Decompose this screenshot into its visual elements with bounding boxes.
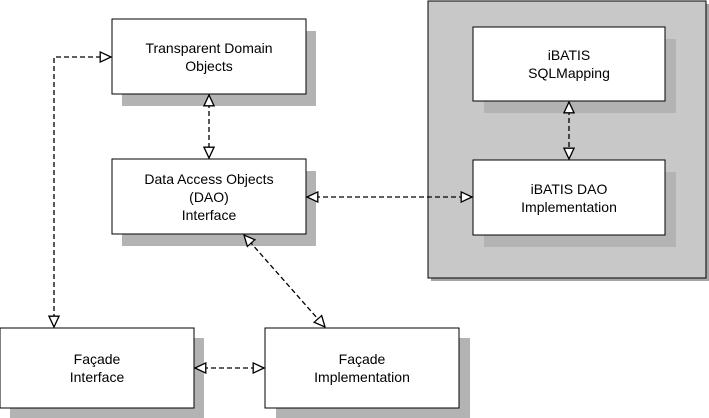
facade-interface-line1: Façade: [73, 351, 121, 367]
dao-interface-line3: Interface: [181, 206, 237, 223]
transparent-domain-objects-label: Transparent Domain Objects: [112, 19, 306, 94]
ibatis-dao-implementation-line1: iBATIS DAO: [530, 180, 608, 197]
dao-interface-label: Data Access Objects (DAO) Interface: [112, 159, 306, 234]
facade-implementation-line1: Façade: [338, 351, 386, 367]
ibatis-dao-implementation-line2: Implementation: [521, 198, 617, 215]
transparent-domain-objects-line2: Objects: [185, 57, 233, 74]
connector-facade-interface-to-domain-objects: [54, 57, 111, 327]
dao-interface-line1: Data Access Objects: [144, 170, 274, 187]
facade-implementation-line2: Implementation: [314, 369, 410, 385]
facade-interface-line2: Interface: [69, 369, 125, 385]
ibatis-sqlmapping-line2: SQLMapping: [528, 65, 610, 81]
transparent-domain-objects-line1: Transparent Domain: [145, 39, 273, 56]
transparent-domain-objects-box[interactable]: [111, 18, 307, 95]
facade-implementation-box[interactable]: [264, 327, 460, 409]
ibatis-dao-implementation-box[interactable]: [472, 159, 666, 236]
ibatis-sqlmapping-line1: iBATIS: [547, 47, 591, 63]
ibatis-dao-implementation-label: iBATIS DAO Implementation: [473, 160, 665, 235]
facade-interface-label: Façade Interface: [0, 328, 194, 408]
connector-dao-interface-to-facade-implementation: [244, 235, 325, 327]
ibatis-sqlmapping-label: iBATIS SQLMapping: [473, 27, 665, 101]
facade-interface-box[interactable]: [0, 327, 195, 409]
ibatis-sqlmapping-box[interactable]: [472, 26, 666, 102]
dao-interface-box[interactable]: [111, 158, 307, 235]
dao-interface-line2: (DAO): [189, 188, 229, 205]
facade-implementation-label: Façade Implementation: [265, 328, 459, 408]
